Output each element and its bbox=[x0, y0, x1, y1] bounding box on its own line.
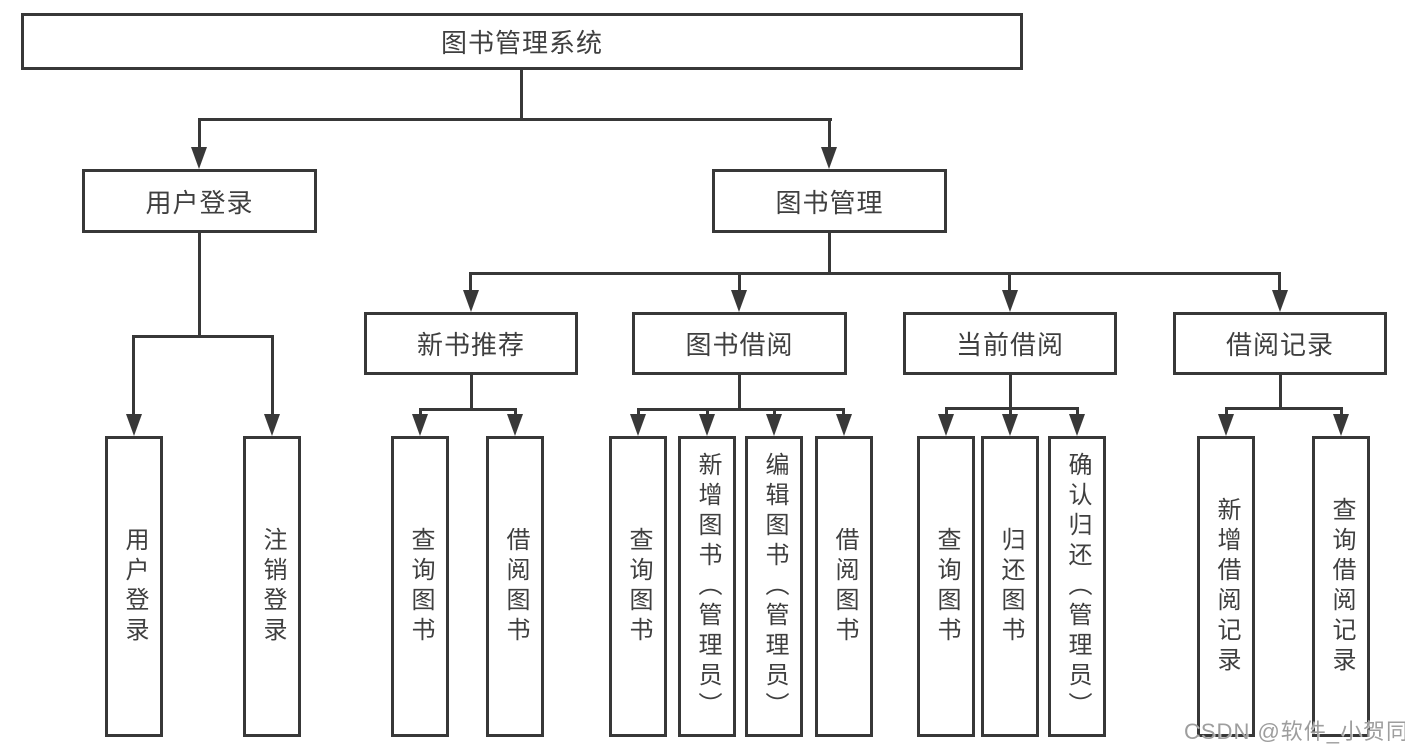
connector-line bbox=[469, 272, 472, 294]
connector-line bbox=[1009, 407, 1012, 418]
arrowhead-icon bbox=[766, 414, 782, 436]
node-leaf-user-login: 用户登录 bbox=[105, 436, 163, 737]
node-leaf-logout: 注销登录 bbox=[243, 436, 301, 737]
connector-line bbox=[945, 407, 1079, 410]
connector-line bbox=[828, 233, 831, 275]
node-leaf-add-borrow-record: 新增借阅记录 bbox=[1197, 436, 1255, 737]
node-leaf-borrow-books: 借阅图书 bbox=[815, 436, 873, 737]
node-current-borrowing: 当前借阅 bbox=[903, 312, 1117, 375]
connector-line bbox=[520, 70, 523, 120]
arrowhead-icon bbox=[412, 414, 428, 436]
arrowhead-icon bbox=[507, 414, 523, 436]
connector-line bbox=[828, 118, 831, 152]
connector-line bbox=[1008, 272, 1011, 294]
connector-line bbox=[419, 408, 517, 411]
connector-line bbox=[198, 118, 832, 121]
connector-line bbox=[271, 335, 274, 417]
node-library-management-system: 图书管理系统 bbox=[21, 13, 1023, 70]
node-borrowing-records: 借阅记录 bbox=[1173, 312, 1387, 375]
connector-line bbox=[945, 407, 948, 418]
connector-line bbox=[1225, 407, 1343, 410]
node-user-login: 用户登录 bbox=[82, 169, 317, 233]
arrowhead-icon bbox=[699, 414, 715, 436]
arrowhead-icon bbox=[126, 414, 142, 436]
arrowhead-icon bbox=[1333, 414, 1349, 436]
node-leaf-borrow-books-recommend: 借阅图书 bbox=[486, 436, 544, 737]
connector-line bbox=[132, 335, 274, 338]
connector-line bbox=[637, 408, 640, 418]
arrowhead-icon bbox=[463, 290, 479, 312]
connector-line bbox=[469, 272, 1281, 275]
connector-line bbox=[1076, 407, 1079, 418]
connector-line bbox=[773, 408, 776, 418]
node-leaf-query-books-recommend: 查询图书 bbox=[391, 436, 449, 737]
node-book-management: 图书管理 bbox=[712, 169, 947, 233]
arrowhead-icon bbox=[191, 147, 207, 169]
node-leaf-query-books-borrowing: 查询图书 bbox=[609, 436, 667, 737]
connector-line bbox=[470, 375, 473, 410]
connector-line bbox=[1279, 375, 1282, 410]
arrowhead-icon bbox=[938, 414, 954, 436]
node-leaf-query-books-current: 查询图书 bbox=[917, 436, 975, 737]
arrowhead-icon bbox=[1069, 414, 1085, 436]
arrowhead-icon bbox=[630, 414, 646, 436]
csdn-watermark: CSDN @软件_小贺同学 bbox=[1184, 719, 1405, 744]
arrowhead-icon bbox=[1002, 414, 1018, 436]
arrowhead-icon bbox=[836, 414, 852, 436]
node-leaf-add-books-admin: 新增图书（管理员） bbox=[678, 436, 736, 737]
connector-line bbox=[738, 272, 741, 294]
node-leaf-return-books: 归还图书 bbox=[981, 436, 1039, 737]
connector-line bbox=[1225, 407, 1228, 418]
connector-line bbox=[706, 408, 709, 418]
arrowhead-icon bbox=[264, 414, 280, 436]
connector-line bbox=[198, 118, 201, 152]
connector-line bbox=[514, 408, 517, 418]
arrowhead-icon bbox=[821, 147, 837, 169]
connector-line bbox=[132, 335, 135, 417]
node-book-borrowing: 图书借阅 bbox=[632, 312, 847, 375]
node-leaf-query-borrow-record: 查询借阅记录 bbox=[1312, 436, 1370, 737]
connector-line bbox=[1340, 407, 1343, 418]
arrowhead-icon bbox=[1272, 290, 1288, 312]
connector-line bbox=[738, 375, 741, 411]
connector-line bbox=[1278, 272, 1281, 294]
connector-line bbox=[419, 408, 422, 418]
connector-line bbox=[842, 408, 845, 418]
connector-line bbox=[637, 408, 845, 411]
arrowhead-icon bbox=[1002, 290, 1018, 312]
connector-line bbox=[198, 233, 201, 338]
node-new-book-recommendation: 新书推荐 bbox=[364, 312, 578, 375]
node-leaf-edit-books-admin: 编辑图书（管理员） bbox=[745, 436, 803, 737]
connector-line bbox=[1009, 375, 1012, 410]
node-leaf-confirm-return-admin: 确认归还（管理员） bbox=[1048, 436, 1106, 737]
arrowhead-icon bbox=[731, 290, 747, 312]
arrowhead-icon bbox=[1218, 414, 1234, 436]
